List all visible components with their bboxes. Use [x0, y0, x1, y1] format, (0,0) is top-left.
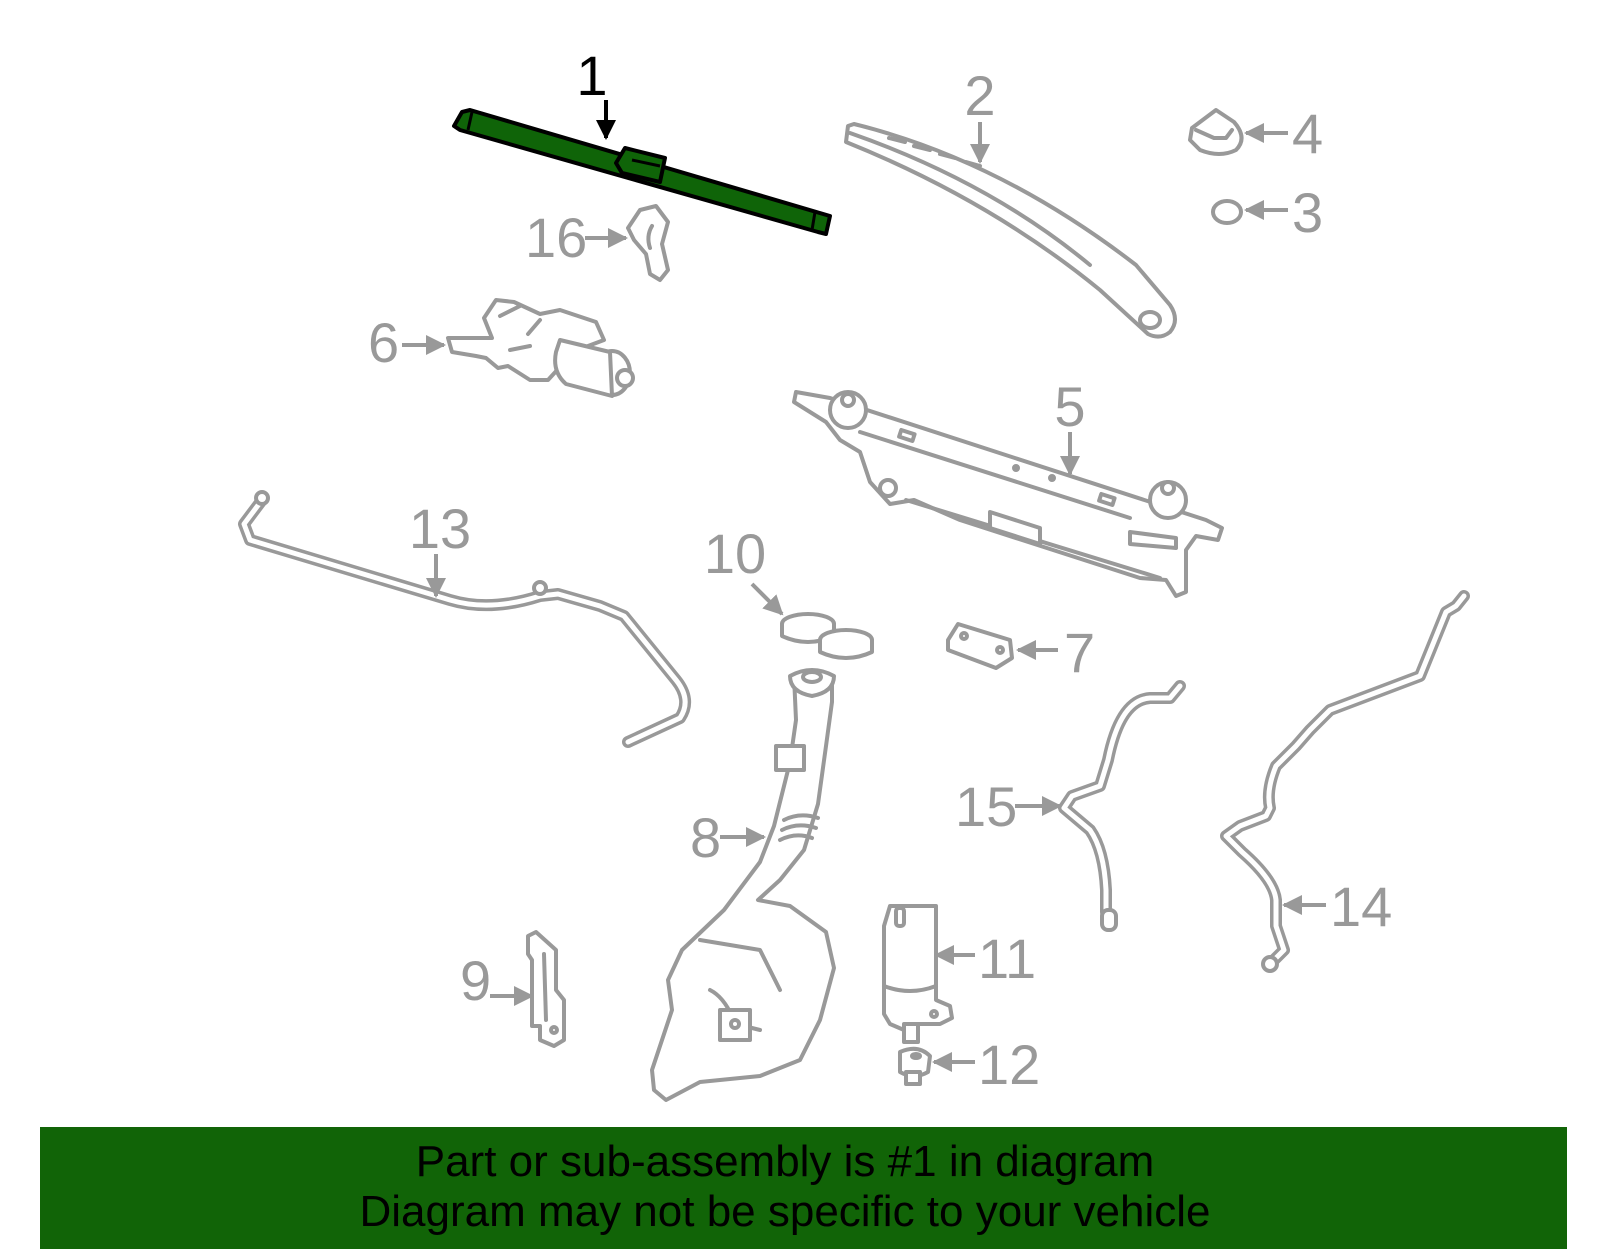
svg-text:1: 1 — [576, 44, 607, 107]
part-8-washer-reservoir[interactable] — [650, 668, 836, 1102]
part-9-reservoir-bracket[interactable] — [526, 930, 566, 1048]
svg-text:2: 2 — [964, 64, 995, 127]
banner-disclaimer: Diagram may not be specific to your vehi… — [359, 1187, 1211, 1236]
svg-text:7: 7 — [1064, 621, 1095, 684]
svg-text:10: 10 — [704, 522, 766, 585]
callout-8: 8 — [690, 806, 766, 869]
part-10-filler-neck-seal[interactable] — [780, 612, 874, 660]
svg-text:6: 6 — [368, 311, 399, 374]
part-15-washer-hose[interactable] — [1058, 680, 1186, 932]
svg-text:16: 16 — [525, 206, 587, 269]
part-7-bracket[interactable] — [946, 622, 1014, 670]
svg-text:12: 12 — [978, 1033, 1040, 1096]
callout-13: 13 — [409, 497, 471, 598]
callout-16: 16 — [525, 206, 628, 269]
svg-text:13: 13 — [409, 497, 471, 560]
part-16-motor-bracket[interactable] — [626, 204, 670, 282]
callout-5: 5 — [1054, 375, 1086, 476]
svg-text:3: 3 — [1292, 181, 1323, 244]
callout-7: 7 — [1016, 621, 1095, 684]
svg-text:8: 8 — [690, 806, 721, 869]
part-14-washer-hose[interactable] — [1220, 590, 1470, 973]
callout-14: 14 — [1282, 875, 1392, 938]
part-info-banner: Part or sub-assembly is #1 in diagram Di… — [40, 1127, 1567, 1249]
callout-15: 15 — [955, 775, 1062, 838]
part-4-cap[interactable] — [1188, 108, 1244, 156]
callout-12: 12 — [932, 1033, 1040, 1096]
callout-6: 6 — [368, 311, 446, 374]
svg-text:11: 11 — [978, 927, 1036, 990]
svg-text:4: 4 — [1292, 102, 1323, 165]
parts-diagram: 1 2 4 3 — [238, 44, 1470, 1102]
part-2-wiper-arm[interactable] — [844, 122, 1177, 339]
callout-10: 10 — [704, 522, 784, 616]
callout-3: 3 — [1244, 181, 1323, 244]
banner-part-note: Part or sub-assembly is #1 in diagram — [415, 1137, 1155, 1186]
part-11-washer-pump[interactable] — [882, 904, 954, 1044]
part-6-wiper-motor[interactable] — [446, 298, 635, 398]
callout-9: 9 — [460, 949, 534, 1012]
svg-text:15: 15 — [955, 775, 1017, 838]
svg-text:9: 9 — [460, 949, 491, 1012]
svg-text:5: 5 — [1054, 375, 1085, 438]
part-1-wiper-blade[interactable] — [452, 108, 832, 236]
part-12-pump-grommet[interactable] — [898, 1046, 932, 1086]
part-13-washer-hose[interactable] — [238, 490, 692, 748]
callout-4: 4 — [1244, 102, 1323, 165]
part-3-washer[interactable] — [1211, 199, 1243, 225]
callout-2: 2 — [964, 64, 996, 164]
svg-text:14: 14 — [1330, 875, 1392, 938]
callout-1: 1 — [576, 44, 616, 140]
callout-11: 11 — [934, 927, 1036, 990]
part-5-wiper-linkage[interactable] — [792, 390, 1224, 598]
